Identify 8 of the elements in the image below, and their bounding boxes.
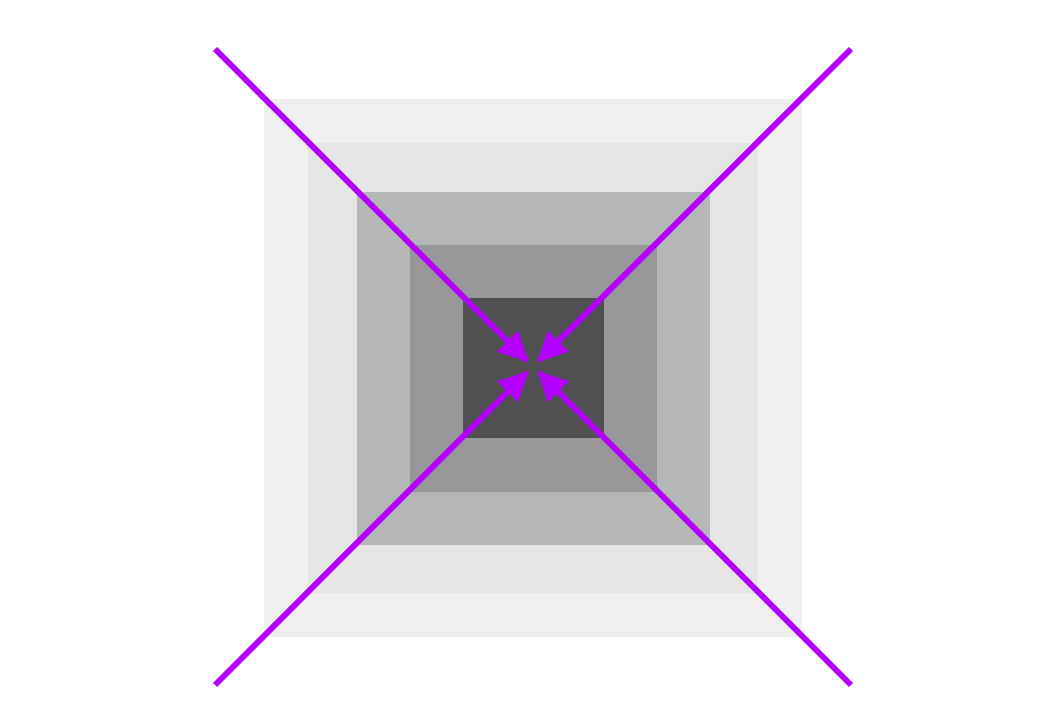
arrow: [212, 370, 529, 688]
square-panel: [357, 192, 710, 545]
square-panel: [410, 245, 657, 492]
square-panel: [308, 143, 758, 593]
arrow: [212, 46, 529, 363]
arrow: [537, 370, 854, 688]
arrow: [537, 46, 854, 363]
square-panel: [264, 99, 802, 637]
